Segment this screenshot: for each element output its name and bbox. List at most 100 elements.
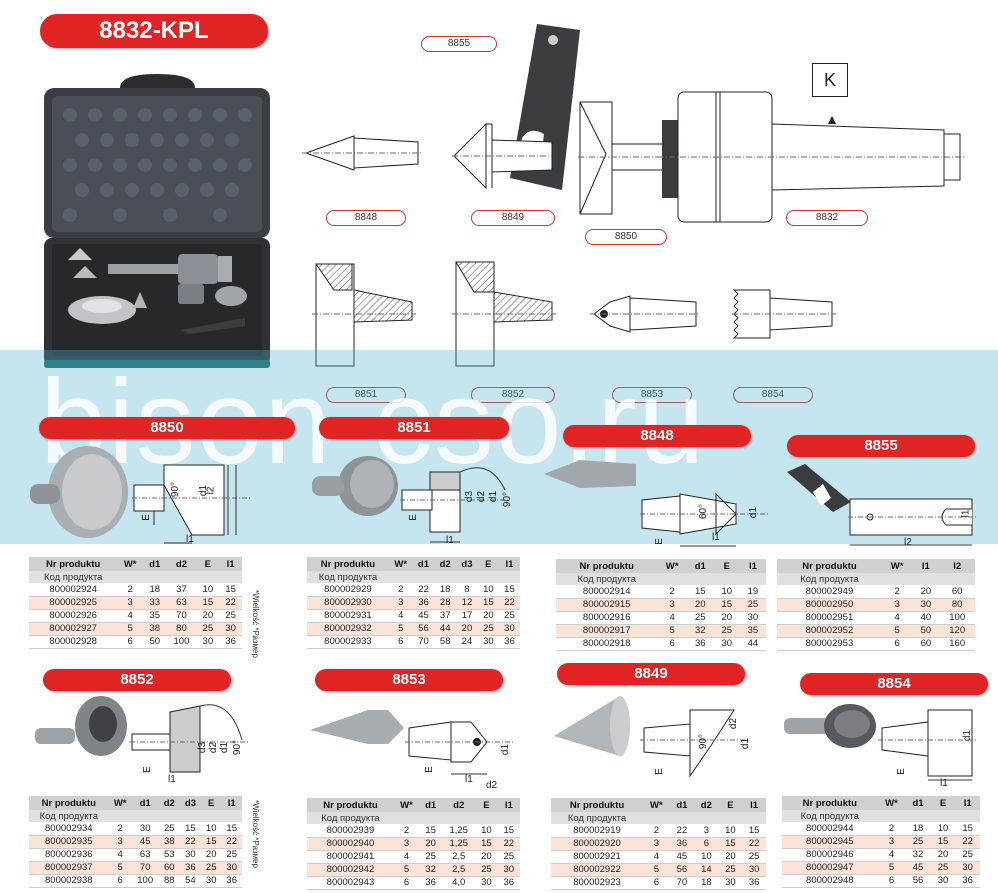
dim-d3-8852: d3 bbox=[197, 741, 209, 754]
table-cell: 5 bbox=[117, 622, 143, 636]
column-subheader-empty bbox=[713, 573, 740, 585]
table-cell: 800002936 bbox=[29, 848, 109, 862]
table-cell: 63 bbox=[166, 596, 197, 610]
column-subheader-empty bbox=[200, 810, 222, 822]
table-cell: 6 bbox=[117, 635, 143, 649]
column-header: d2 bbox=[694, 798, 719, 812]
table-cell: 10 bbox=[718, 824, 743, 838]
column-header: W* bbox=[117, 557, 143, 571]
column-header: l1 bbox=[497, 798, 520, 812]
table-cell: 22 bbox=[497, 837, 520, 851]
table-cell: 25 bbox=[742, 850, 766, 864]
dim-d1-8854: d1 bbox=[962, 729, 974, 742]
column-header: d2 bbox=[434, 557, 457, 571]
column-header: Nr produktu bbox=[29, 796, 109, 810]
table-cell: 20 bbox=[718, 850, 743, 864]
table-cell: 5 bbox=[388, 622, 413, 636]
table-cell: 2 bbox=[643, 824, 670, 838]
table-cell: 15 bbox=[200, 835, 222, 849]
table-cell: 2 bbox=[657, 585, 687, 599]
table-cell: 800002948 bbox=[782, 874, 878, 888]
table-cell: 1,25 bbox=[442, 837, 476, 851]
column-header: E bbox=[475, 798, 498, 812]
section-label-8849: 8849 bbox=[557, 663, 745, 685]
dim-angle-8850: 90° bbox=[170, 481, 182, 498]
table-cell: 15 bbox=[475, 837, 498, 851]
tag-8850: 8850 bbox=[585, 229, 667, 245]
column-header: d1 bbox=[686, 559, 714, 573]
table-cell: 22 bbox=[955, 835, 980, 849]
column-header: W* bbox=[877, 796, 906, 810]
column-subheader: Код продукта bbox=[556, 573, 658, 585]
table-cell: 36 bbox=[955, 874, 980, 888]
tool-8855-photo bbox=[787, 464, 851, 512]
table-cell: 38 bbox=[143, 622, 167, 636]
table-cell: 25 bbox=[475, 863, 498, 877]
column-subheader-empty bbox=[393, 812, 420, 824]
table-cell: 800002945 bbox=[782, 835, 878, 849]
table-cell: 800002927 bbox=[29, 622, 118, 636]
dim-d2-8851: d2 bbox=[476, 490, 488, 503]
table-cell: 15 bbox=[955, 822, 980, 836]
table-cell: 30 bbox=[477, 635, 499, 649]
column-header: d3 bbox=[456, 557, 478, 571]
tool-8849-photo bbox=[554, 696, 630, 756]
table-cell: 45 bbox=[412, 609, 435, 623]
table-cell: 800002938 bbox=[29, 874, 109, 888]
table-cell: 30 bbox=[739, 611, 766, 625]
tool-8849-drawing bbox=[452, 122, 553, 190]
column-subheader: Код продукта bbox=[307, 571, 389, 583]
table-cell: 4 bbox=[388, 609, 413, 623]
column-header: E bbox=[200, 796, 222, 810]
table-cell: 800002917 bbox=[556, 624, 658, 638]
table-cell: 3 bbox=[388, 596, 413, 610]
table-cell: 58 bbox=[434, 635, 457, 649]
table-cell: 20 bbox=[419, 837, 443, 851]
column-header: Nr produktu bbox=[556, 559, 658, 573]
table-cell: 4,0 bbox=[442, 876, 476, 890]
table-cell: 45 bbox=[669, 850, 695, 864]
column-header: d3 bbox=[179, 796, 201, 810]
column-header: E bbox=[713, 559, 740, 573]
tool-8851-photo bbox=[312, 456, 398, 516]
table-cell: 800002915 bbox=[556, 598, 658, 612]
dim-e-8852: E bbox=[141, 766, 153, 773]
table-cell: 36 bbox=[221, 874, 242, 888]
dim-d3-8851: d3 bbox=[464, 490, 476, 503]
column-subheader-empty bbox=[117, 571, 143, 583]
table-cell: 70 bbox=[412, 635, 435, 649]
column-header: E bbox=[718, 798, 743, 812]
dim-angle-8851: 90° bbox=[502, 491, 514, 508]
column-subheader-empty bbox=[434, 571, 457, 583]
table-cell: 36 bbox=[412, 596, 435, 610]
table-cell: 36 bbox=[686, 637, 714, 651]
column-header: Nr produktu bbox=[777, 559, 882, 573]
table-cell: 37 bbox=[434, 609, 457, 623]
table-cell: 3 bbox=[694, 824, 719, 838]
table-cell: 6 bbox=[108, 874, 132, 888]
column-header: Nr produktu bbox=[782, 796, 878, 810]
section-label-8851: 8851 bbox=[319, 417, 509, 439]
table-cell: 800002953 bbox=[777, 637, 882, 651]
dim-angle-8849: 90° bbox=[698, 733, 710, 750]
table-cell: 17 bbox=[456, 609, 478, 623]
table-cell: 56 bbox=[905, 874, 931, 888]
table-cell: 22 bbox=[669, 824, 695, 838]
tool-8854-section bbox=[878, 709, 978, 781]
